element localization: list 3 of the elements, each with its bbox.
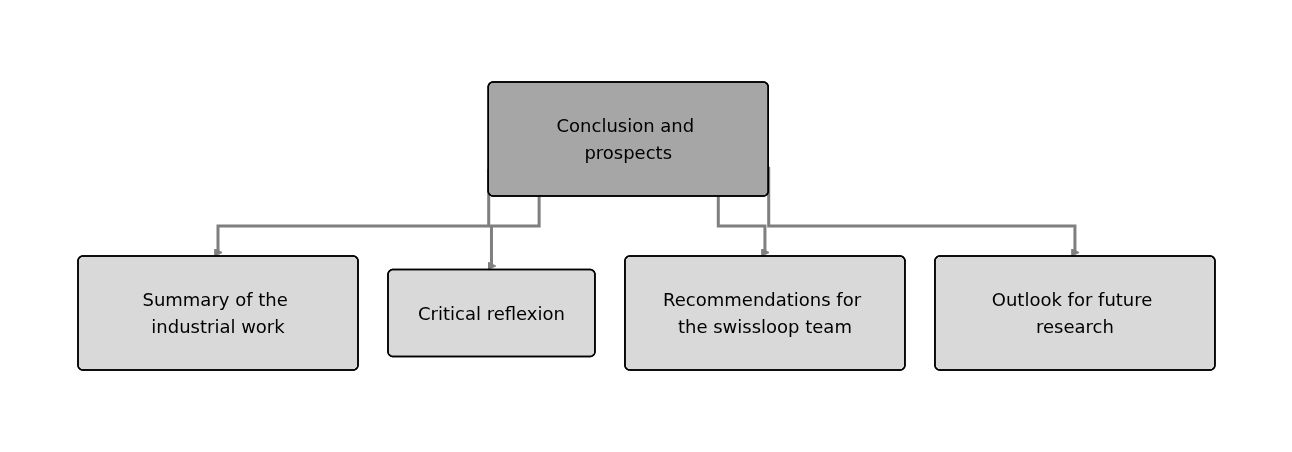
- arrow: [716, 196, 770, 257]
- arrow: [487, 196, 541, 271]
- arrow: [766, 166, 1080, 257]
